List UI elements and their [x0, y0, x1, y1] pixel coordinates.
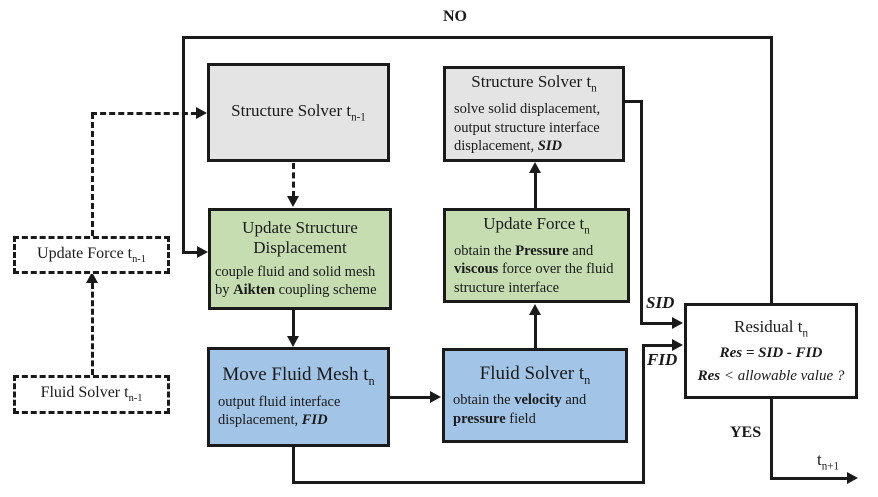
- fid-line-v2: [641, 344, 645, 484]
- box-title: Update Structure Displacement: [242, 218, 358, 258]
- box-body: solve solid displacement, output structu…: [454, 101, 601, 155]
- label-t-next: tn+1: [817, 450, 840, 473]
- box-structure-solver-n: Structure Solver tn solve solid displace…: [443, 66, 625, 162]
- fid-line-v1: [291, 447, 295, 484]
- label-yes: YES: [730, 424, 762, 441]
- no-loop-left-line: [181, 35, 185, 254]
- structure-prev-down-dashed: [291, 163, 295, 197]
- fid-line-h1: [291, 481, 645, 484]
- label-no: NO: [443, 8, 467, 25]
- box-title: Structure Solver tn-1: [231, 100, 366, 124]
- arrow-dashed-into-update-structure: [287, 196, 299, 207]
- label-fid: FID: [647, 350, 678, 369]
- yes-line-h: [769, 476, 848, 480]
- box-title: Update Force tn: [483, 213, 590, 237]
- yes-line-v: [769, 399, 773, 479]
- arrow-into-update-force-prev: [86, 272, 98, 283]
- residual-condition: Res < allowable value ?: [697, 368, 845, 385]
- arrow-t-next: [847, 472, 858, 484]
- prev-force-right-dashed: [90, 111, 197, 115]
- update-to-mesh-line: [291, 310, 295, 337]
- fid-line-h2: [641, 343, 673, 347]
- mesh-to-fluid-line: [390, 395, 431, 399]
- sid-line-v: [639, 99, 643, 325]
- box-update-force-n: Update Force tn obtain the Pressure and …: [443, 208, 630, 303]
- fluid-prev-up-dashed: [90, 283, 94, 375]
- prev-force-up-dashed: [90, 113, 94, 236]
- box-update-structure-displacement: Update Structure Displacement couple flu…: [208, 208, 392, 310]
- arrow-into-update-structure: [197, 246, 208, 258]
- arrow-fid-into-residual: [672, 339, 683, 351]
- box-body: couple fluid and solid mesh by Aikten co…: [215, 263, 377, 299]
- box-fluid-solver-n: Fluid Solver tn obtain the velocity and …: [442, 348, 628, 443]
- arrow-into-fluid-solver: [430, 391, 441, 403]
- box-residual: Residual tn Res = SID - FID Res < allowa…: [684, 303, 858, 399]
- arrow-into-move-fluid-mesh: [287, 336, 299, 347]
- label-sid: SID: [646, 293, 675, 312]
- box-body: output fluid interface displacement, FID: [218, 393, 341, 429]
- box-title: Structure Solver tn: [471, 72, 597, 95]
- box-structure-solver-prev: Structure Solver tn-1: [207, 63, 390, 162]
- arrow-into-update-force: [529, 304, 541, 315]
- no-loop-right-line: [769, 35, 773, 304]
- no-loop-top-line: [183, 35, 772, 39]
- box-body: obtain the velocity and pressure field: [453, 392, 587, 427]
- no-loop-into-update-line: [183, 250, 199, 254]
- sid-line-h2: [639, 321, 673, 325]
- arrow-sid-into-residual: [672, 317, 683, 329]
- force-to-structure-line: [533, 172, 537, 208]
- arrow-into-structure-solver: [529, 162, 541, 173]
- box-fluid-solver-prev: Fluid Solver tn-1: [13, 375, 170, 414]
- sid-line-h1: [625, 99, 642, 103]
- box-title: Move Fluid Mesh tn: [222, 364, 375, 388]
- arrow-into-structure-solver-prev: [196, 107, 207, 119]
- box-update-force-prev: Update Force tn-1: [13, 236, 170, 274]
- box-body: obtain the Pressure and viscous force ov…: [454, 242, 614, 296]
- box-title: Fluid Solver tn-1: [40, 384, 143, 405]
- residual-equation: Res = SID - FID: [719, 345, 823, 362]
- fluid-to-force-line: [533, 314, 537, 348]
- box-title: Residual tn: [734, 316, 808, 340]
- box-title: Update Force tn-1: [37, 244, 146, 265]
- box-title: Fluid Solver tn: [479, 362, 591, 387]
- box-move-fluid-mesh: Move Fluid Mesh tn output fluid interfac…: [207, 347, 390, 447]
